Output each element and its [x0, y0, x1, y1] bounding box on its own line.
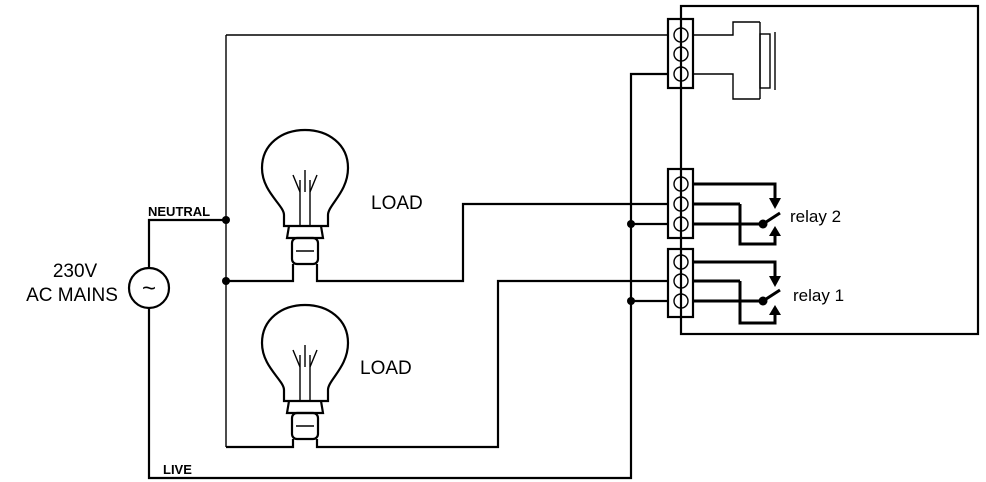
load-bottom-neutral-wire	[226, 439, 295, 449]
load-top-neutral-wire	[226, 264, 295, 283]
live-label: LIVE	[163, 462, 192, 477]
ac-source-symbol: ~	[142, 275, 156, 302]
relay-switch-icon	[693, 182, 781, 246]
load-top-return-wire	[315, 202, 668, 283]
controller-box	[679, 4, 980, 336]
ac-source-icon: ~	[127, 266, 171, 310]
source-voltage-label: 230V	[53, 261, 98, 282]
light-bulb-icon	[260, 303, 350, 441]
terminal-block-icon	[666, 17, 695, 90]
load-bottom-return-wire	[315, 279, 668, 449]
source-type-label: AC MAINS	[26, 285, 118, 306]
load-top-label: LOAD	[371, 193, 423, 214]
light-bulb-icon	[260, 128, 350, 266]
relay-1-label: relay 1	[793, 286, 844, 305]
live-wire	[147, 72, 668, 480]
neutral-label: NEUTRAL	[148, 204, 210, 219]
relay-switch-icon	[693, 260, 781, 325]
relay-2-label: relay 2	[790, 207, 841, 226]
load-bottom-label: LOAD	[360, 358, 412, 379]
coil-icon	[693, 21, 776, 100]
terminal-block-icon	[666, 247, 695, 319]
neutral-wire	[147, 34, 668, 447]
